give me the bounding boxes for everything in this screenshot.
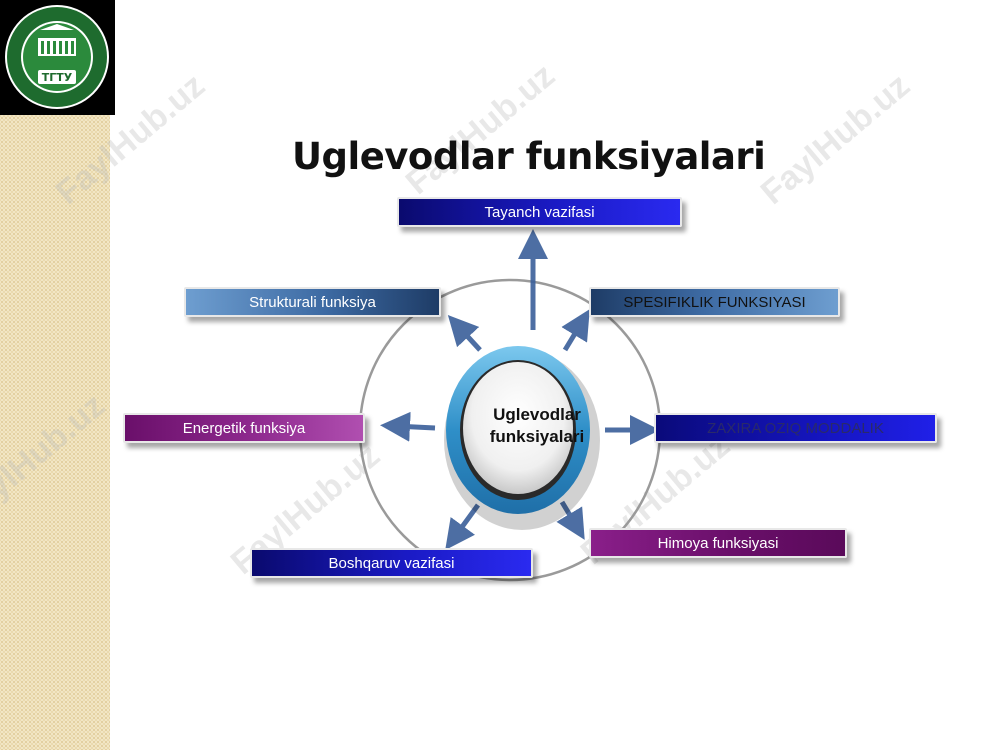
- node-tayanch: Tayanch vazifasi: [397, 197, 682, 227]
- node-strukturali: Strukturali funksiya: [184, 287, 441, 317]
- arrow-left: [380, 411, 436, 442]
- center-disc: [463, 362, 573, 494]
- center-label: Uglevodlar funksiyalari: [462, 404, 612, 448]
- arrow-lower-left: [445, 503, 481, 551]
- node-spesifiklik: SPESIFIKLIK FUNKSIYASI: [589, 287, 840, 317]
- decorative-side-strip: [0, 0, 110, 750]
- arrow-upper-left: [447, 314, 482, 352]
- node-energetik: Energetik funksiya: [123, 413, 365, 443]
- node-boshqaruv: Boshqaruv vazifasi: [250, 548, 533, 578]
- node-zaxira: ZAXIRA OZIQ MODDALIK: [654, 413, 937, 443]
- logo-emblem-icon: ТГТУ: [5, 5, 109, 109]
- svg-text:ТГТУ: ТГТУ: [42, 71, 73, 84]
- page-title: Uglevodlar funksiyalari: [292, 135, 766, 178]
- node-himoya: Himoya funksiyasi: [589, 528, 847, 558]
- university-logo: ТГТУ: [0, 0, 115, 115]
- arrow-lower-right: [556, 500, 585, 540]
- arrow-upper-right: [561, 309, 590, 352]
- center-label-line1: Uglevodlar: [493, 405, 581, 424]
- center-label-line2: funksiyalari: [489, 427, 585, 446]
